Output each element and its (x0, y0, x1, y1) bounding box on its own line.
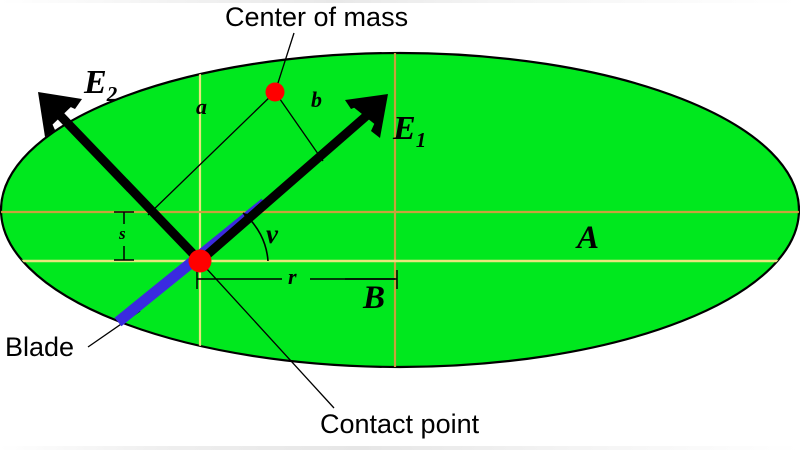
dimension-b-label: b (311, 87, 322, 112)
vector-e1-letter: E (393, 110, 416, 147)
region-b-label: B (363, 280, 386, 316)
angle-arc-v (242, 212, 269, 262)
contact-point-label: Contact point (320, 409, 480, 439)
vector-e1-subscript: 1 (415, 127, 427, 152)
construction-line-a (147, 91, 276, 216)
contact-point-marker (188, 249, 212, 273)
vector-e1-label: E1 (393, 112, 426, 151)
vector-e2 (38, 92, 204, 265)
bottom-edge-gradient (0, 446, 800, 450)
construction-line-b (274, 91, 324, 162)
vector-e2-label: E2 (84, 66, 117, 105)
dimension-s (114, 211, 134, 261)
center-of-mass-marker (265, 82, 285, 102)
dimension-r-label: r (288, 264, 297, 289)
top-edge-gradient (0, 0, 800, 3)
angle-v-label: v (266, 219, 278, 249)
vector-e1 (197, 94, 388, 265)
dimension-s-label: s (119, 224, 126, 243)
leader-line-center-of-mass (276, 32, 295, 87)
leader-line-contact-point (205, 267, 335, 409)
blade-label: Blade (5, 332, 75, 362)
vector-e2-subscript: 2 (106, 81, 118, 106)
dimension-a-label: a (196, 94, 207, 119)
vector-e2-letter: E (84, 64, 107, 101)
center-of-mass-label: Center of mass (225, 2, 409, 32)
region-a-label: A (577, 220, 600, 256)
